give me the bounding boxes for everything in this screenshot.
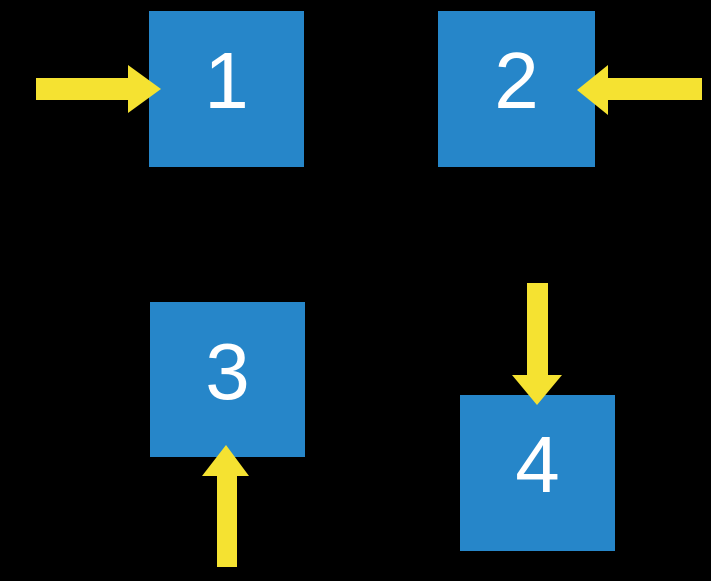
numbered-box-2: 2 (438, 11, 595, 167)
arrow-right-icon (36, 65, 161, 113)
box-1-label: 1 (204, 36, 249, 125)
box-4-label: 4 (515, 420, 560, 509)
numbered-box-3: 3 (150, 302, 305, 457)
arrow-up-icon (202, 445, 249, 567)
arrow-left-icon (577, 65, 702, 115)
box-2-label: 2 (494, 36, 539, 125)
numbered-box-4: 4 (460, 395, 615, 551)
arrow-down-icon (512, 283, 562, 405)
box-3-label: 3 (205, 326, 250, 416)
numbered-box-1: 1 (149, 11, 304, 167)
